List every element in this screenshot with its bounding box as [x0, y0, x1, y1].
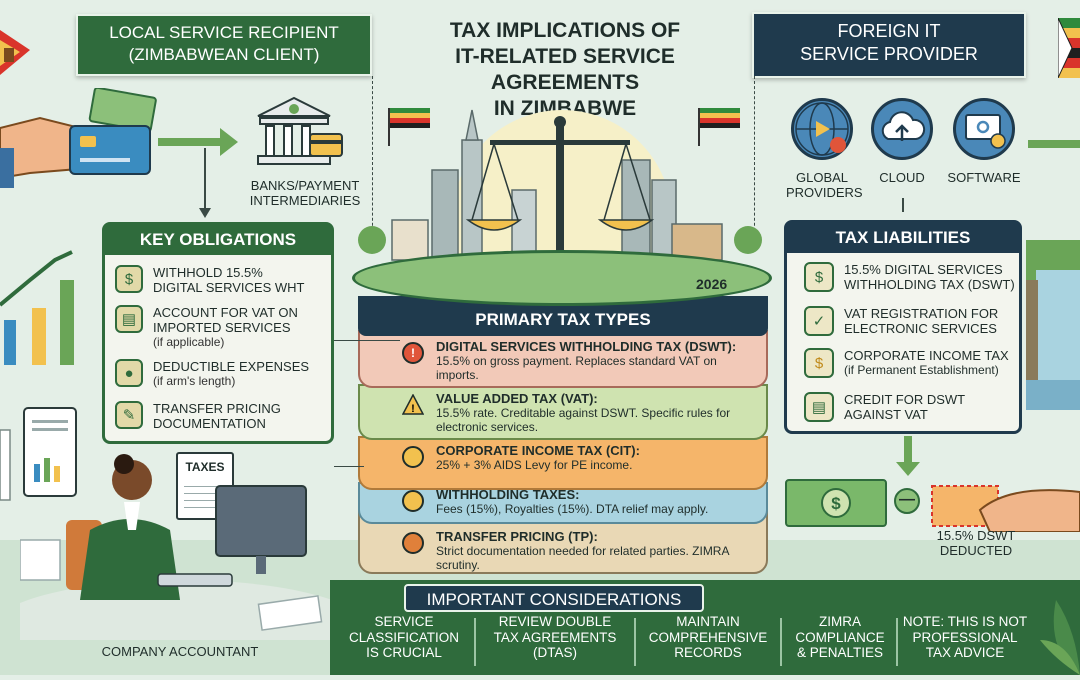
svg-text:!: !: [411, 403, 415, 415]
provider-item: Global Providers: [786, 98, 863, 200]
banknote-icon: $: [784, 478, 888, 528]
consideration-item: Review DoubleTax Agreements(DTAs): [493, 614, 617, 660]
zimbabwe-flag-icon: [1057, 17, 1080, 79]
growth-chart-illustration: [0, 250, 90, 370]
provider-item: Software: [944, 98, 1024, 185]
zimbabwe-emblem-icon: [0, 20, 34, 90]
divider: [896, 618, 898, 666]
arrow-head-icon: [896, 462, 920, 476]
dashed-connector-left: [372, 76, 373, 246]
dashed-connector-right: [754, 76, 755, 246]
obligation-item: ▤ Account for VAT on Imported Services (…: [115, 305, 325, 349]
liability-item: ✓ VAT Registration forElectronic Service…: [804, 306, 998, 336]
search-doc-icon: ▤: [804, 392, 834, 422]
dollar-icon: $: [804, 348, 834, 378]
svg-text:$: $: [831, 494, 841, 513]
key-obligations-title: Key Obligations: [105, 225, 331, 255]
flow-arrow: [158, 138, 222, 146]
foreign-provider-header: Foreign IT Service Provider: [752, 12, 1026, 78]
alert-icon: !: [402, 342, 424, 364]
provider-item: Cloud: [866, 98, 938, 185]
liability-item: ▤ Credit for DSWTAgainst VAT: [804, 392, 965, 422]
deduction-ticket-icon: [930, 480, 1080, 533]
accountant-illustration: [0, 450, 370, 680]
banks-label: Banks/Payment Intermediaries: [249, 178, 361, 208]
check-icon: ✓: [804, 306, 834, 336]
tax-type-item: Transfer Pricing (TP):Strict documentati…: [402, 530, 746, 572]
year-label: 2026: [696, 276, 728, 292]
primary-tax-types-title: Primary Tax Types: [475, 310, 651, 329]
circle-icon: [402, 490, 424, 512]
bank-icon: [254, 94, 344, 174]
liability-item: $ 15.5% Digital ServicesWithholding Tax …: [804, 262, 1015, 292]
consideration-item: ZIMRACompliance& Penalties: [795, 614, 885, 660]
tax-liabilities-title: Tax Liabilities: [787, 223, 1019, 253]
divider: [634, 618, 636, 666]
tax-type-item: Corporate Income Tax (CIT):25% + 3% AIDS…: [402, 444, 746, 472]
flow-arrow: [1028, 140, 1080, 148]
money-bag-icon: $: [804, 262, 834, 292]
down-connector: [904, 436, 912, 464]
circle-icon: [402, 446, 424, 468]
cash-icon: $: [115, 265, 143, 293]
down-connector: [204, 148, 206, 210]
deducted-label: 15.5% DSWT Deducted: [936, 528, 1016, 558]
circle-icon: [402, 532, 424, 554]
key-obligations-panel: Key Obligations $ Withhold 15.5% Digital…: [102, 222, 334, 444]
divider: [780, 618, 782, 666]
consideration-item: MaintainComprehensiveRecords: [648, 614, 768, 660]
arrow-head-icon: [199, 208, 211, 218]
leaf-decoration-icon: [1036, 590, 1080, 675]
globe-icon: [791, 98, 853, 160]
waterfall-illustration: [1026, 240, 1080, 410]
obligation-item: ✎ Transfer Pricing Documentation: [115, 401, 325, 431]
connector-line: [334, 466, 364, 467]
platform-top: [352, 250, 772, 306]
tax-type-item: Withholding Taxes:Fees (15%), Royalties …: [402, 488, 746, 516]
page-title: Tax Implications of IT-Related Service A…: [449, 19, 681, 120]
software-icon: [953, 98, 1015, 160]
down-connector: [902, 198, 904, 212]
local-recipient-header: Local Service Recipient (Zimbabwean Clie…: [76, 14, 372, 76]
arrow-head-icon: [220, 128, 238, 156]
divider: [474, 618, 476, 666]
consideration-item: ServiceClassificationis Crucial: [348, 614, 460, 660]
documents-illustration: [0, 400, 90, 510]
liability-item: $ Corporate Income Tax(if Permanent Esta…: [804, 348, 1009, 378]
pencil-doc-icon: ✎: [115, 401, 143, 429]
cloud-icon: [871, 98, 933, 160]
obligation-item: ● Deductible Expenses (if arm's length): [115, 359, 325, 388]
document-icon: ▤: [115, 305, 143, 333]
obligation-item: $ Withhold 15.5% Digital Services WHT: [115, 265, 325, 295]
tax-type-item: ! Value Added Tax (VAT):15.5% rate. Cred…: [402, 392, 746, 434]
coin-hand-icon: ●: [115, 359, 143, 387]
hand-card-illustration: [0, 86, 160, 188]
tax-type-item: ! Digital Services Withholding Tax (DSWT…: [402, 340, 746, 382]
warning-icon: !: [402, 394, 424, 416]
consideration-item: Note: This is notProfessionalTax Advice: [902, 614, 1028, 660]
connector-line: [334, 340, 400, 341]
considerations-title: Important Considerations: [404, 584, 704, 612]
accountant-label: Company Accountant: [101, 644, 259, 659]
minus-icon: —: [894, 488, 920, 514]
